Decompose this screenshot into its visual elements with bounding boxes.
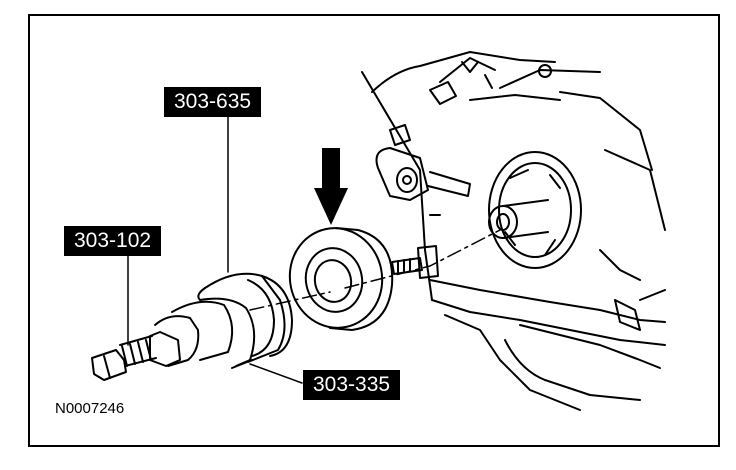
crankshaft-seal <box>288 227 394 331</box>
callout-303-335: 303-335 <box>303 370 401 400</box>
forcing-screw-tool <box>91 315 200 381</box>
alignment-centerline <box>249 229 501 311</box>
install-direction-arrow <box>314 148 348 225</box>
figure-reference-number: N0007246 <box>55 400 125 417</box>
engine-block <box>361 51 666 411</box>
leader-line-335 <box>249 363 303 384</box>
callout-303-635: 303-635 <box>164 87 262 117</box>
callout-303-102: 303-102 <box>64 226 162 256</box>
seal-installer-tool <box>171 272 293 369</box>
